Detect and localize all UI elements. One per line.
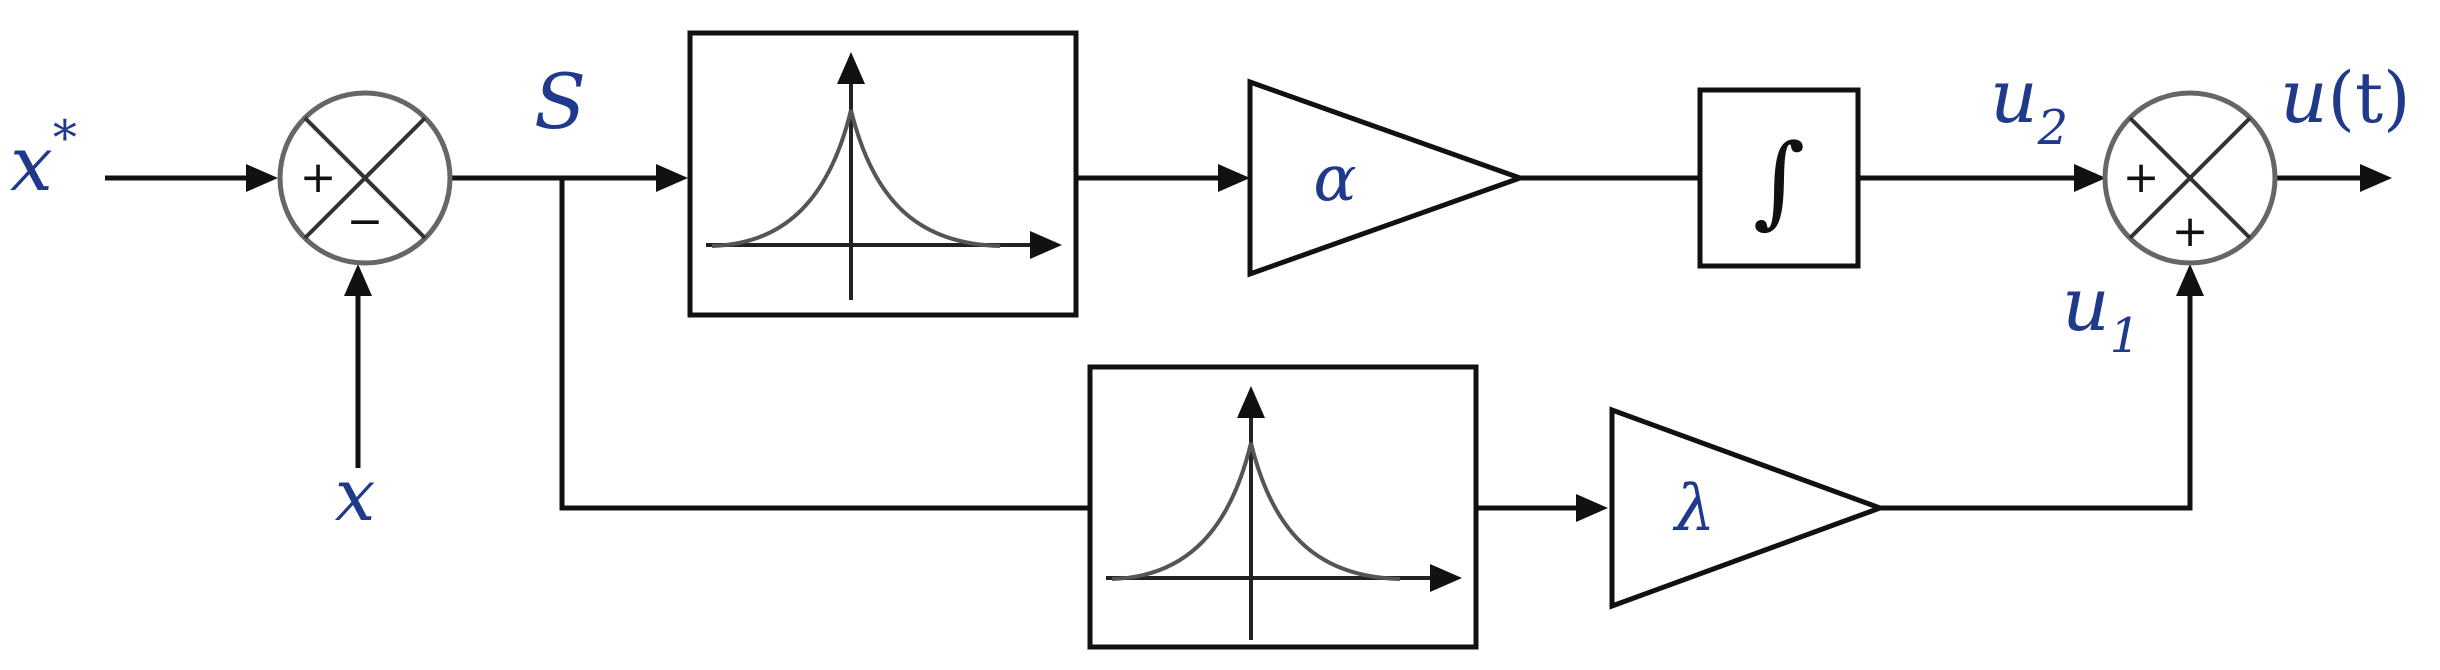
lambda-gain-block: λ bbox=[1609, 406, 1888, 610]
setpoint-arrow bbox=[246, 164, 278, 192]
lower-x-axis-arrow bbox=[1430, 564, 1462, 592]
integral-symbol: ∫ bbox=[1753, 122, 1805, 239]
sum2-plus-bottom: + bbox=[2172, 206, 2209, 257]
alpha-gain-block: α bbox=[1247, 78, 1528, 278]
lower-to-lambda-arrow bbox=[1576, 494, 1608, 522]
sum2-plus-left: + bbox=[2123, 152, 2160, 203]
integrator-block: ∫ bbox=[1697, 87, 1861, 269]
lambda-label: λ bbox=[1672, 472, 1716, 546]
lambda-to-sum-wire bbox=[1880, 290, 2193, 511]
summing-junction-1: + − bbox=[277, 90, 453, 266]
alpha-label: α bbox=[1313, 142, 1356, 216]
output-arrow bbox=[2360, 164, 2392, 192]
u2-label: u2 bbox=[1990, 54, 2068, 156]
output-label: u(t) bbox=[2280, 54, 2410, 140]
summing-junction-2: + + bbox=[2102, 90, 2278, 266]
setpoint-label: x* bbox=[10, 110, 77, 208]
error-arrow bbox=[656, 164, 688, 192]
feedback-label: x bbox=[335, 453, 376, 537]
upper-y-axis-arrow bbox=[837, 52, 865, 84]
upper-to-alpha-arrow bbox=[1218, 164, 1250, 192]
sum1-plus: + bbox=[300, 152, 337, 203]
upper-peak-curve bbox=[711, 109, 1001, 248]
upper-x-axis-arrow bbox=[1030, 231, 1062, 259]
lower-peak-curve bbox=[1111, 442, 1401, 581]
error-label: S bbox=[534, 57, 586, 146]
lower-nonlinear-block bbox=[1087, 364, 1479, 650]
u1-label: u1 bbox=[2062, 262, 2140, 364]
upper-nonlinear-block bbox=[687, 30, 1079, 318]
feedback-arrow bbox=[344, 264, 372, 296]
lower-y-axis-arrow bbox=[1237, 386, 1265, 418]
u1-arrow bbox=[2176, 264, 2204, 296]
branch-wire bbox=[559, 178, 1088, 511]
u2-arrow bbox=[2074, 164, 2106, 192]
sum1-minus: − bbox=[347, 196, 384, 247]
